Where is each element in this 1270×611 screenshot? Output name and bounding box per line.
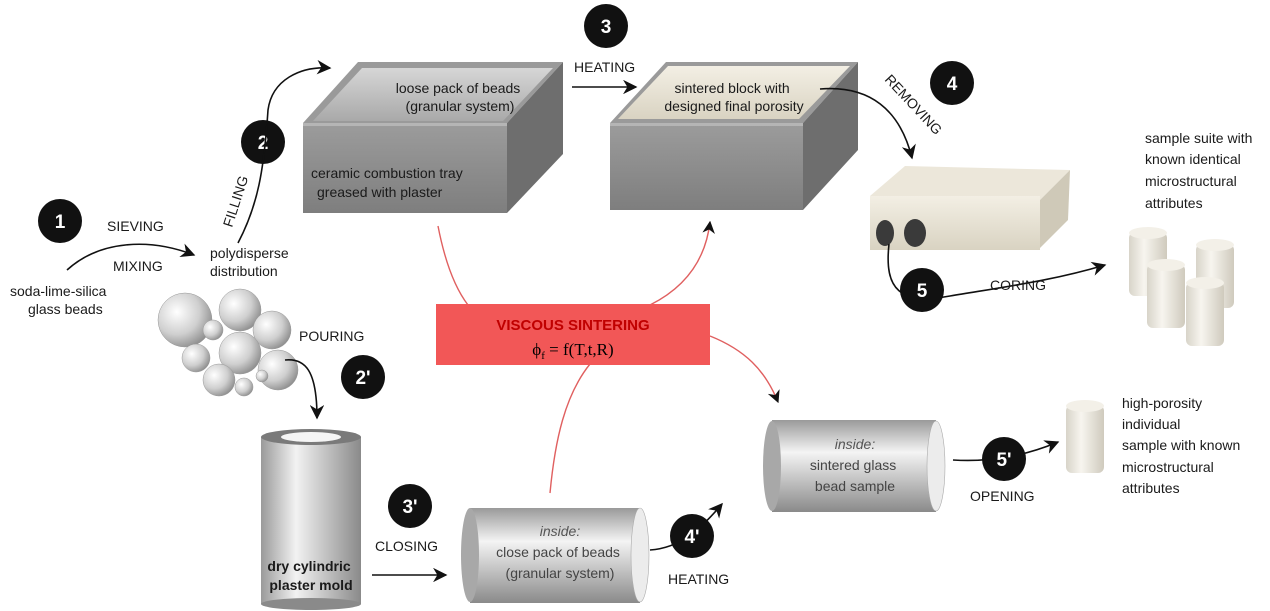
ceramic-tray-sintered-block: [610, 62, 858, 210]
sintered-sample-text: sintered glass bead sample: [810, 457, 900, 494]
coring-label: CORING: [990, 277, 1046, 293]
ceramic-tray-text: ceramic combustion tray greased with pla…: [311, 165, 467, 200]
step-1-number: 1: [55, 212, 66, 233]
polydisperse-text: polydisperse distribution: [210, 245, 293, 279]
step-3-number: 3: [601, 17, 612, 38]
pouring-arrow: [284, 359, 325, 420]
close-pack-inside-label: inside:: [540, 523, 581, 539]
sintered-sample-cylinder: [763, 420, 946, 512]
sintered-block-text: sintered block with designed final poros…: [664, 80, 803, 114]
step-4-prime: 4': [670, 514, 714, 558]
glass-beads-text: soda-lime-silica glass beads: [10, 283, 110, 317]
pouring-label: POURING: [299, 328, 364, 344]
glass-beads-cluster: [157, 288, 299, 397]
viscous-sintering-box: VISCOUS SINTERING ϕf = f(T,t,R): [436, 304, 710, 365]
step-5-prime: 5': [982, 437, 1026, 481]
closing-label: CLOSING: [375, 538, 438, 554]
heating-top-label: HEATING: [574, 59, 635, 75]
red-connectors: [437, 220, 780, 494]
step-4: 4: [930, 61, 974, 105]
filling-arrow: [237, 59, 332, 244]
opening-label: OPENING: [970, 488, 1035, 504]
viscous-sintering-title: VISCOUS SINTERING: [496, 317, 649, 334]
close-pack-cylinder: [461, 507, 650, 603]
sample-cores: [1129, 227, 1234, 346]
step-2-number: 2: [258, 133, 269, 154]
mixing-label: MIXING: [113, 258, 163, 274]
ceramic-tray-loose-pack: [303, 62, 563, 213]
step-4-number: 4: [947, 74, 958, 95]
sample-suite-text: sample suite with known identical micros…: [1145, 130, 1256, 211]
high-porosity-text: high-porosity individual sample with kno…: [1122, 395, 1244, 496]
step-4-prime-number: 4': [684, 527, 699, 548]
single-sample-core: [1066, 400, 1104, 473]
heating-bottom-label: HEATING: [668, 571, 729, 587]
plaster-mold-text: dry cylindric plaster mold: [267, 558, 354, 593]
step-2-prime: 2': [341, 355, 385, 399]
step-5-number: 5: [917, 281, 928, 302]
step-1: 1: [38, 199, 82, 243]
plaster-mold-cylinder: [261, 429, 361, 610]
step-2: 2: [241, 120, 285, 164]
filling-label: FILLING: [220, 174, 252, 229]
coring-arrow: [887, 243, 1107, 300]
step-3-prime-number: 3': [402, 497, 417, 518]
sintering-formula: ϕf = f(T,t,R): [532, 340, 613, 362]
sieving-mixing-arrow: [66, 243, 196, 271]
removing-arrow: [819, 87, 916, 160]
close-pack-text: close pack of beads (granular system): [496, 544, 624, 581]
step-3-prime: 3': [388, 484, 432, 528]
step-5-prime-number: 5': [996, 450, 1011, 471]
sieving-label: SIEVING: [107, 218, 164, 234]
step-3: 3: [584, 4, 628, 48]
sintered-sample-inside-label: inside:: [835, 436, 876, 452]
loose-pack-text: loose pack of beads (granular system): [396, 80, 524, 114]
step-5: 5: [900, 268, 944, 312]
sintered-foam-block: [870, 166, 1070, 250]
step-2-prime-number: 2': [355, 368, 370, 389]
